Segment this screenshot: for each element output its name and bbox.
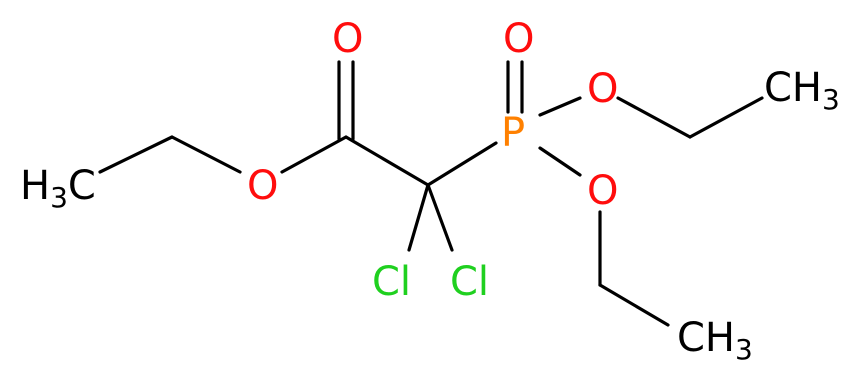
bond-o1-ch2 [616,96,692,139]
bond-ch2-ch3-bottom [598,283,670,327]
atom-labels: H3C O O P O O O CH3 CH3 Cl Cl [20,16,840,366]
atom-o-ester: O [247,163,278,209]
bond-p-o2 [538,146,582,177]
atom-ch3-top: CH3 [764,65,840,116]
atom-cl-right: Cl [450,259,489,305]
bond-ccl2-cl-right [426,183,454,252]
atom-ch3-left: H3C [20,163,96,214]
bond-p-o1 [538,96,582,117]
atom-cl-left: Cl [372,259,411,305]
bond-ch3-ch2-left [98,135,174,174]
bonds [98,60,764,327]
atom-p: P [501,110,525,156]
bond-ccl2-cl-left [407,183,430,252]
bond-ch2-o-ester [170,135,242,174]
atom-o-phosphoryl: O [503,16,534,62]
bond-ch2-ch3-top [688,96,764,139]
atom-ch3-bottom: CH3 [677,315,753,366]
atom-o-carbonyl: O [332,16,363,62]
bond-ccl2-p [426,141,498,187]
atom-o-ethoxy-1: O [587,66,618,112]
bond-o-ester-carbonyl-c [280,135,348,174]
atom-o-ethoxy-2: O [587,168,618,214]
bond-carbonyl-c-ccl2 [344,135,430,187]
